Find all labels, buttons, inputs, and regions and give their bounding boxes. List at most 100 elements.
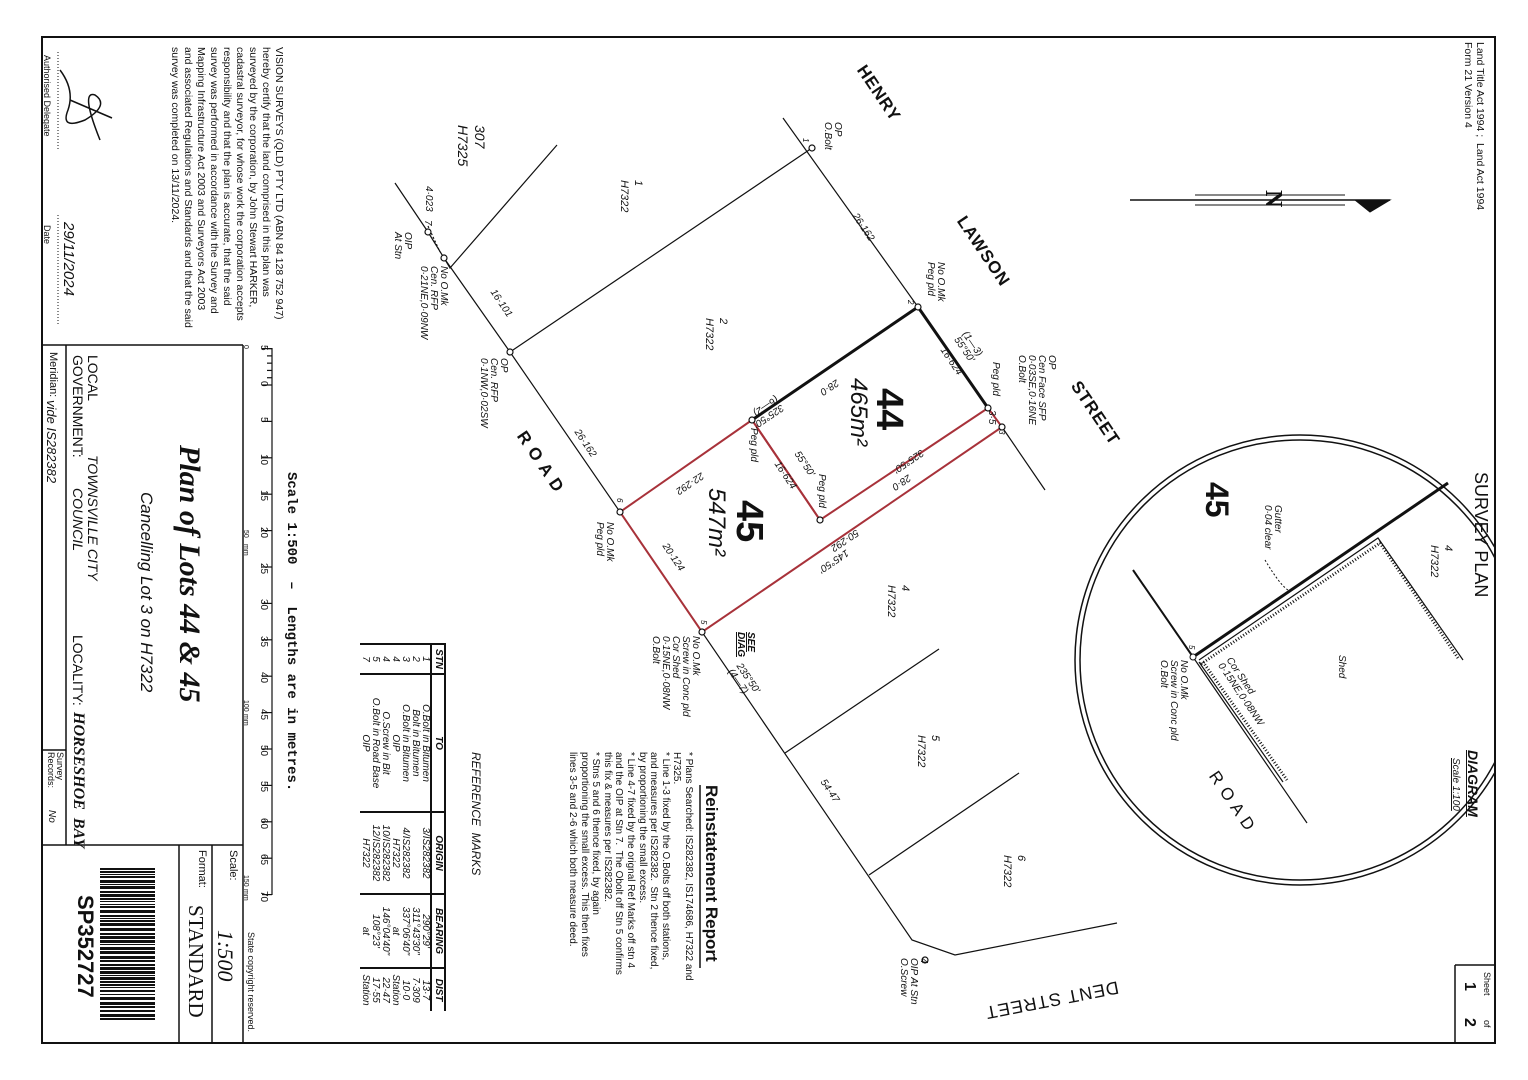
north-label: N xyxy=(1260,190,1286,208)
barcode-bar xyxy=(100,984,155,986)
lot4-label: 4 H7322 xyxy=(885,585,911,618)
barcode-bar xyxy=(100,915,155,917)
reinstatement-body: * Plans Searched: IS282382, IS174686, H7… xyxy=(567,752,694,981)
see-diagram-link: SEE DIAG xyxy=(735,632,756,657)
lot44-number: 44 xyxy=(868,388,910,431)
lot44-area: 465m² xyxy=(845,378,872,447)
reference-mark-cell: 5 xyxy=(370,656,381,662)
reference-mark-cell: OIP xyxy=(360,674,371,812)
stn5-number: 5 xyxy=(699,620,708,625)
barcode-bar xyxy=(100,923,155,926)
certification-line: survey was performed in accordance with … xyxy=(208,47,220,314)
locality-value: HORSESHOE BAY xyxy=(70,712,87,849)
barcode-bar xyxy=(100,884,155,885)
barcode-bar xyxy=(100,997,155,1000)
ruler-mm-unit: mm xyxy=(242,889,249,901)
length-3-5: 3·5 xyxy=(986,410,997,425)
barcode-bar xyxy=(100,944,155,945)
certification-line: responsibility and that the plan is accu… xyxy=(221,47,233,306)
reference-mark-cell: 146°04'40" xyxy=(380,894,391,968)
signature xyxy=(59,69,113,141)
authorised-delegate-label: Authorised Delegate xyxy=(42,55,52,137)
diagram-lot45: 45 xyxy=(1199,482,1235,518)
ruler-tick-label: 70 xyxy=(258,890,269,902)
reference-mark-cell: 13·7 xyxy=(420,968,431,1011)
barcode-bar xyxy=(100,1010,155,1012)
reference-mark-cell: 311°43'30" xyxy=(410,894,421,968)
ruler-mm-label: 150 xyxy=(242,875,249,887)
sheet-number: 1 xyxy=(1461,982,1478,991)
sheet-label: Sheet xyxy=(1482,972,1492,996)
stn1-mark: OP O.Bolt xyxy=(822,122,843,150)
reference-mark-cell: 2 xyxy=(410,656,421,662)
peg-placed-3: Peg pld xyxy=(990,362,1001,396)
col-stn: STN xyxy=(431,644,445,674)
diagram-stn5: 5 xyxy=(1187,645,1196,650)
barcode-bar xyxy=(100,977,155,980)
barcode-bar xyxy=(100,910,155,913)
reference-mark-cell: Bolt in Bitumen xyxy=(410,674,421,812)
ruler-mm-unit: mm xyxy=(242,714,249,726)
act-line-2: Form 21 Version 4 xyxy=(1462,42,1474,128)
ruler-tick-label: 25 xyxy=(258,563,269,575)
barcode-bar xyxy=(100,891,155,893)
barcode-bar xyxy=(100,956,155,959)
barcode-bar xyxy=(100,868,155,870)
reference-mark-cell xyxy=(410,812,420,894)
scale-label: Scale: xyxy=(227,850,239,881)
peg-placed-b: Peg pld xyxy=(816,474,827,508)
lot5-label: 5 H7322 xyxy=(915,735,941,768)
barcode-bar xyxy=(100,964,155,966)
barcode-bar xyxy=(100,987,155,988)
barcode-bar xyxy=(100,951,155,954)
peg-placed-a: Peg pld xyxy=(748,428,759,462)
cancelling-note: Cancelling Lot 3 on H7322 xyxy=(137,492,156,693)
barcode xyxy=(100,868,155,1020)
ruler-tick-label: 35 xyxy=(258,635,269,647)
reference-mark-cell: 7 xyxy=(360,656,371,662)
reference-mark-cell: Station xyxy=(360,968,371,1011)
barcode-bar xyxy=(100,971,155,974)
diagram-circle xyxy=(1074,434,1495,886)
stn7-mark: OIP At Stn xyxy=(392,232,413,260)
gutter-label: Gutter 0·04 clear xyxy=(1262,505,1283,550)
barcode-bar xyxy=(100,901,155,902)
ruler-tick-label: 0 xyxy=(258,381,269,387)
barcode-bar xyxy=(100,920,155,922)
certification-text: VISION SURVEYS (QLD) PTY LTD (ABN 84 128… xyxy=(168,47,285,328)
diagram-scale: Scale 1:100 xyxy=(1450,758,1461,811)
barcode-bar xyxy=(100,975,155,976)
scale-value: 1:500 xyxy=(213,930,238,982)
reference-mark-cell: 1 xyxy=(420,656,431,662)
stn3-mark: OP Cen Face SFP 0·03SE,0·16NE O.Bolt xyxy=(1016,355,1057,426)
reference-mark-cell: Station xyxy=(390,968,401,1011)
col-bearing: BEARING xyxy=(431,894,445,968)
barcode-bar xyxy=(100,928,155,931)
copyright-note: State copyright reserved. xyxy=(246,932,256,1033)
barcode-bar xyxy=(100,967,155,970)
barcode-bar xyxy=(100,994,155,995)
reference-mark-cell: OIP xyxy=(390,674,401,812)
certification-line: and associated Regulations and Standards… xyxy=(182,47,194,328)
barcode-bar xyxy=(100,886,155,889)
barcode-bar xyxy=(100,960,155,962)
reference-mark-cell: 4 xyxy=(390,656,401,662)
scale-bar-title: Scale 1:500 – Lengths are in metres. xyxy=(283,472,299,792)
of-label: of xyxy=(1482,1020,1492,1028)
barcode-bar xyxy=(100,933,155,935)
stn2-mark: No O.Mk Peg pld xyxy=(925,262,946,302)
reference-mark-cell: at xyxy=(360,894,371,968)
ruler-mm-unit: mm xyxy=(242,544,249,556)
sheet-box xyxy=(1454,964,1495,1043)
reference-mark-cell: 290°29' xyxy=(420,894,431,968)
stn1-number: 1 xyxy=(801,138,810,143)
reference-mark-cell: 3/IS282382 xyxy=(420,812,431,894)
barcode-bar xyxy=(100,918,155,919)
lot307-label: 307 H7325 xyxy=(455,125,488,167)
lot2-label: 2 H7322 xyxy=(703,318,729,351)
